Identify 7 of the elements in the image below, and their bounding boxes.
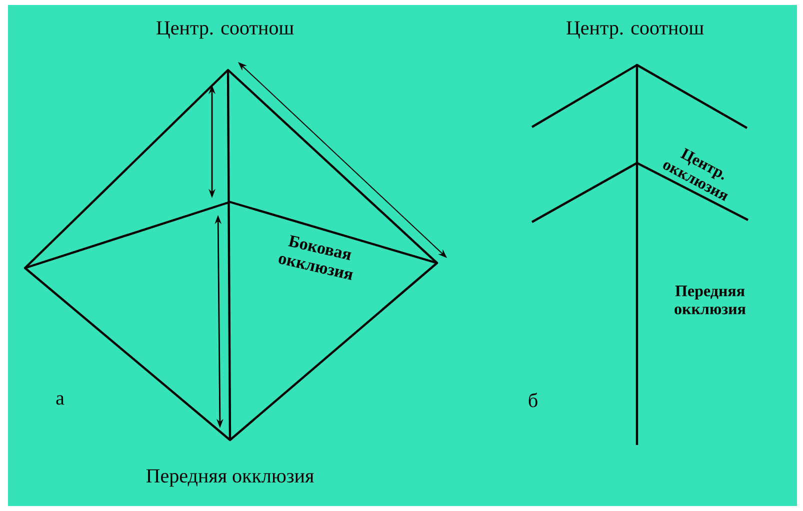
- label-text: Центр. соотнош: [156, 21, 294, 39]
- label-text: а: [56, 395, 64, 405]
- label-text: Передняя окклюзия: [674, 286, 746, 314]
- label-text: б: [528, 392, 538, 408]
- label-text: Центр. соотнош: [566, 21, 704, 39]
- label-text: Передняя окклюзия: [146, 469, 314, 487]
- label-text: Боковая окклюзия: [278, 235, 354, 280]
